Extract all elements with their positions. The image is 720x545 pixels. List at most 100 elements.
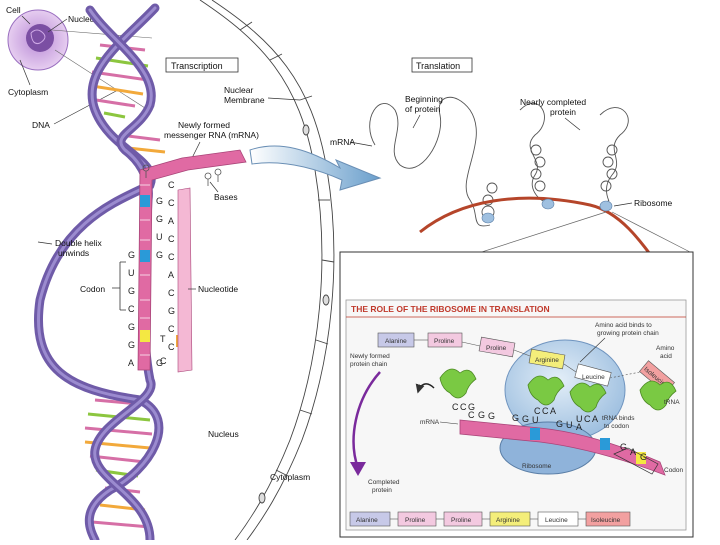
anticodon-base: C bbox=[584, 414, 591, 424]
nucleus-leader bbox=[47, 18, 68, 33]
partner-base: G bbox=[168, 306, 175, 316]
codon-bases: G A G bbox=[620, 442, 647, 462]
inset-mrna-bases: C G G G G U G U A bbox=[468, 410, 582, 432]
mrna-base: A bbox=[576, 422, 582, 432]
zoom-line-1 bbox=[51, 29, 153, 39]
inset-zoom-line-2 bbox=[611, 211, 691, 253]
mrna-base: C bbox=[468, 410, 475, 420]
amino-acid-label-1: Amino bbox=[656, 345, 675, 352]
double-helix-label-1: Double helix bbox=[55, 238, 103, 248]
zoom-line-2 bbox=[54, 49, 146, 109]
mrna-base: G bbox=[512, 413, 519, 423]
newly-formed-label-2: protein chain bbox=[350, 361, 388, 368]
partner-bases: C C A C C A C G C C T C bbox=[160, 180, 175, 366]
mrna-base: U bbox=[532, 415, 539, 425]
inset-title: THE ROLE OF THE RIBOSOME IN TRANSLATION bbox=[351, 304, 550, 314]
translation-mrna bbox=[419, 196, 662, 269]
newly-formed-label-1: Newly formed bbox=[350, 353, 390, 360]
strand-bases: G G U G G U G C G G A G bbox=[128, 196, 163, 368]
anticodons: C C G C C A U C A bbox=[452, 402, 598, 424]
bases-label: Bases bbox=[214, 192, 238, 202]
mrna-formed-leader bbox=[191, 141, 201, 159]
double-helix-label-2: unwinds bbox=[58, 248, 89, 258]
nearly-completed-label-1: Nearly completed bbox=[520, 97, 586, 107]
beginning-label-2: of protein bbox=[405, 104, 441, 114]
translation-ribosomes bbox=[481, 198, 613, 224]
amino-binds-label-1: Amino acid binds to bbox=[595, 322, 652, 329]
partner-base: C bbox=[160, 356, 167, 366]
codon-box bbox=[613, 447, 659, 475]
free-bases bbox=[142, 164, 222, 186]
mrna-translation-label: mRNA bbox=[330, 137, 355, 147]
mrna-translation-leader bbox=[349, 141, 373, 147]
translation-box bbox=[411, 57, 473, 73]
inset-mrna-segment bbox=[600, 438, 610, 450]
partner-base: C bbox=[168, 288, 175, 298]
codon-base: A bbox=[630, 447, 636, 457]
inset-mrna-segment bbox=[530, 428, 540, 440]
double-helix-leader bbox=[37, 241, 53, 245]
anticodon-base: A bbox=[592, 414, 598, 424]
chain-amino: Alanine bbox=[385, 338, 407, 345]
inset-mrna-segment bbox=[636, 452, 646, 464]
strand-base: G bbox=[156, 196, 163, 206]
nuclear-membrane-label-1: Nuclear bbox=[224, 85, 253, 95]
partner-base: C bbox=[168, 198, 175, 208]
codon-base: G bbox=[620, 442, 627, 452]
nuclear-membrane bbox=[199, 0, 335, 541]
codon-base: G bbox=[640, 452, 647, 462]
anticodon-base: C bbox=[460, 402, 467, 412]
completed-label-2: protein bbox=[372, 487, 392, 494]
strand-base: G bbox=[128, 340, 135, 350]
cytoplasm-leader bbox=[19, 59, 31, 86]
anticodon-base: C bbox=[534, 406, 541, 416]
completed-amino: Isoleucine bbox=[591, 517, 621, 524]
completed-label-1: Completed bbox=[368, 479, 400, 486]
cytoplasm-top-label: Cytoplasm bbox=[8, 87, 48, 97]
nearly-completed-label-2: protein bbox=[550, 107, 576, 117]
inset-mrna-leader bbox=[439, 421, 459, 425]
nearly-completed-leader bbox=[564, 117, 581, 131]
dna-leader bbox=[53, 89, 119, 125]
bases-leader bbox=[209, 181, 219, 193]
trna-molecules bbox=[439, 368, 677, 413]
trna-binds-label-2: to codon bbox=[604, 423, 629, 430]
inset-mrna-label: mRNA bbox=[420, 419, 440, 426]
template-strand bbox=[177, 187, 193, 373]
mrna-formed-label-1: Newly formed bbox=[178, 120, 230, 130]
nucleus-top-label: Nucleus bbox=[68, 14, 99, 24]
amino-acid-label-2: acid bbox=[660, 353, 672, 360]
translation-title: Translation bbox=[416, 61, 460, 71]
beginning-leader bbox=[412, 114, 421, 129]
chain-amino: Proline bbox=[434, 338, 455, 345]
ribosome-inset: THE ROLE OF THE RIBOSOME IN TRANSLATION … bbox=[339, 251, 694, 538]
anticodon-base: A bbox=[550, 406, 556, 416]
completed-protein-chain: Alanine Proline Proline Arginine Leucine… bbox=[349, 511, 631, 527]
mrna-base: G bbox=[522, 414, 529, 424]
partner-base: C bbox=[168, 180, 175, 190]
mrna-base: G bbox=[478, 410, 485, 420]
strand-base: G bbox=[156, 250, 163, 260]
completed-amino: Leucine bbox=[545, 517, 568, 524]
completed-amino: Arginine bbox=[496, 517, 520, 524]
cell-leader bbox=[21, 15, 31, 25]
membrane-leader bbox=[267, 97, 301, 101]
completed-amino: Alanine bbox=[356, 517, 378, 524]
trna-label: tRNA bbox=[664, 399, 680, 406]
amino-binds-label-2: growing protein chain bbox=[597, 330, 659, 337]
trna-binds-label-1: tRNA binds bbox=[602, 415, 635, 422]
completion-arrowhead bbox=[350, 462, 366, 476]
anticodon-base: C bbox=[452, 402, 459, 412]
strand-base: G bbox=[128, 286, 135, 296]
translation-proteins bbox=[369, 96, 629, 227]
nuclear-membrane-label-2: Membrane bbox=[224, 95, 265, 105]
completed-amino: Proline bbox=[451, 517, 472, 524]
mrna-formed-label-2: messenger RNA (mRNA) bbox=[164, 130, 259, 140]
completion-arrow bbox=[352, 371, 381, 469]
partner-base: C bbox=[168, 252, 175, 262]
dna-label: DNA bbox=[32, 120, 50, 130]
chain-amino: Proline bbox=[486, 345, 507, 352]
ribosome-top-label: Ribosome bbox=[634, 198, 673, 208]
anticodon-base: C bbox=[542, 406, 549, 416]
